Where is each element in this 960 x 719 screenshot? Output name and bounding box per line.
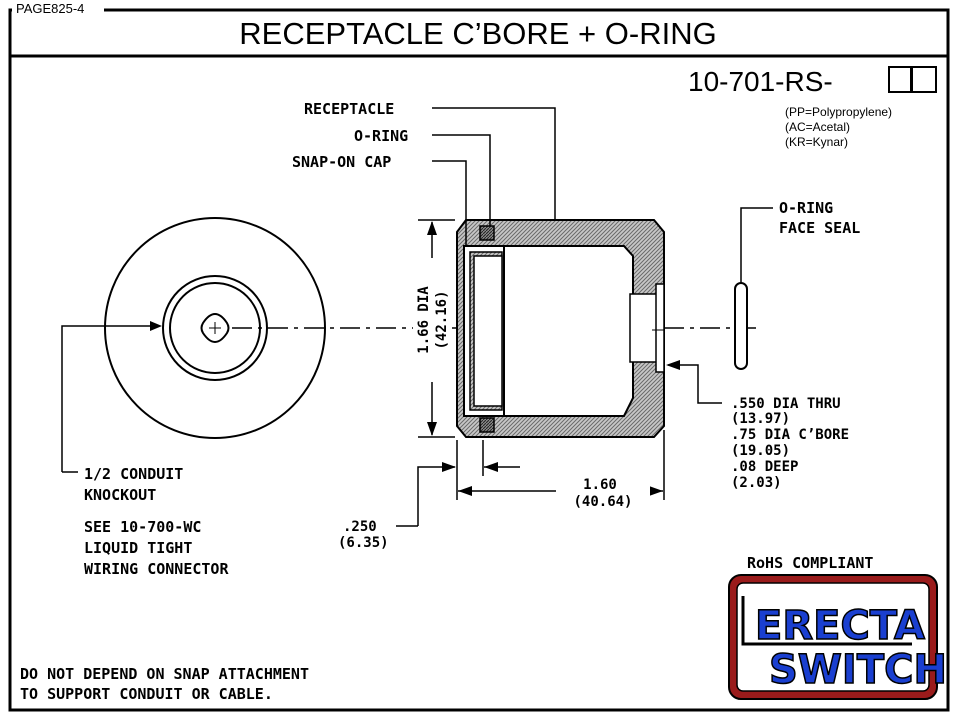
- face-seal-o-ring: [734, 282, 748, 370]
- face-seal-leader: [740, 207, 773, 283]
- dia-label-background: [413, 258, 452, 382]
- logo-panel: [736, 582, 930, 692]
- part-number-box-1: [888, 66, 912, 93]
- length-arrow-left: [458, 486, 472, 496]
- rohs-label: RoHS COMPLIANT: [747, 554, 873, 572]
- counterbore: [655, 283, 665, 373]
- material-pp: (PP=Polypropylene): [785, 105, 892, 119]
- thru-arrowhead: [666, 360, 680, 370]
- thru-line-1: .550 DIA THRU: [731, 396, 841, 412]
- label-snap-on-cap: SNAP-ON CAP: [292, 153, 391, 171]
- logo-switch: SWITCH: [769, 647, 947, 693]
- snap-on-cap-leader: [432, 160, 467, 246]
- offset-inch: .250: [343, 519, 377, 535]
- o-ring-top: [479, 225, 495, 241]
- part-number-box-2: [911, 66, 937, 93]
- thru-line-6: (2.03): [731, 475, 782, 491]
- sheet-border: [8, 8, 950, 712]
- page-id: PAGE825-4: [16, 1, 84, 16]
- knockout-line-1: 1/2 CONDUIT: [84, 465, 183, 483]
- thru-line-2: (13.97): [731, 411, 790, 427]
- page-id-background: [12, 0, 104, 17]
- logo-erecta: ERECTA: [755, 603, 925, 649]
- knockout-leader: [61, 325, 152, 472]
- cap-inner: [473, 255, 503, 407]
- knockout-line-2: KNOCKOUT: [84, 486, 156, 504]
- part-number: 10-701-RS-: [688, 66, 833, 97]
- length-inch: 1.60: [583, 477, 617, 493]
- receptacle-section: [456, 219, 665, 438]
- offset-arrow-right: [484, 462, 498, 472]
- thru-hole: [629, 293, 658, 363]
- dia-arrow-top: [427, 221, 437, 235]
- see-note-line-3: WIRING CONNECTOR: [84, 560, 229, 578]
- material-ac: (AC=Acetal): [785, 120, 850, 134]
- warning-line-1: DO NOT DEPEND ON SNAP ATTACHMENT: [20, 665, 309, 683]
- length-label-background: [556, 474, 650, 512]
- dia-arrow-bottom: [427, 422, 437, 436]
- see-note-line-1: SEE 10-700-WC: [84, 518, 201, 536]
- receptacle-leader: [432, 107, 556, 220]
- knockout-arrowhead: [150, 321, 162, 331]
- offset-leader: [417, 466, 455, 526]
- offset-arrow-left: [442, 462, 456, 472]
- logo-rule: [741, 596, 912, 646]
- see-note-line-2: LIQUID TIGHT: [84, 539, 192, 557]
- label-o-ring: O-RING: [354, 127, 408, 145]
- page-title: RECEPTACLE C’BORE + O-RING: [239, 16, 716, 51]
- material-kr: (KR=Kynar): [785, 135, 848, 149]
- dia-mm: (42.16): [434, 290, 450, 349]
- label-face-seal-2: FACE SEAL: [779, 219, 860, 237]
- dia-inch: 1.66 DIA: [416, 286, 432, 354]
- length-mm: (40.64): [573, 494, 632, 510]
- thru-leader: [668, 364, 722, 404]
- end-view: [104, 217, 326, 439]
- receptacle-bore: [501, 245, 634, 417]
- warning-line-2: TO SUPPORT CONDUIT OR CABLE.: [20, 685, 273, 703]
- offset-mm: (6.35): [338, 535, 389, 551]
- length-arrow-right: [649, 486, 663, 496]
- label-receptacle: RECEPTACLE: [304, 100, 394, 118]
- thru-line-3: .75 DIA C’BORE: [731, 427, 849, 443]
- o-ring-leader: [432, 134, 491, 226]
- thru-dimension-notes: .550 DIA THRU (13.97) .75 DIA C’BORE (19…: [731, 396, 849, 491]
- o-ring-bottom: [479, 417, 495, 433]
- thru-line-5: .08 DEEP: [731, 459, 798, 475]
- thru-line-4: (19.05): [731, 443, 790, 459]
- outer-circle: [104, 217, 326, 439]
- erecta-switch-logo: ERECTA SWITCH: [728, 574, 948, 700]
- knockout-circle-outer: [162, 275, 268, 381]
- center-boss: [200, 313, 230, 343]
- label-face-seal-1: O-RING: [779, 199, 833, 217]
